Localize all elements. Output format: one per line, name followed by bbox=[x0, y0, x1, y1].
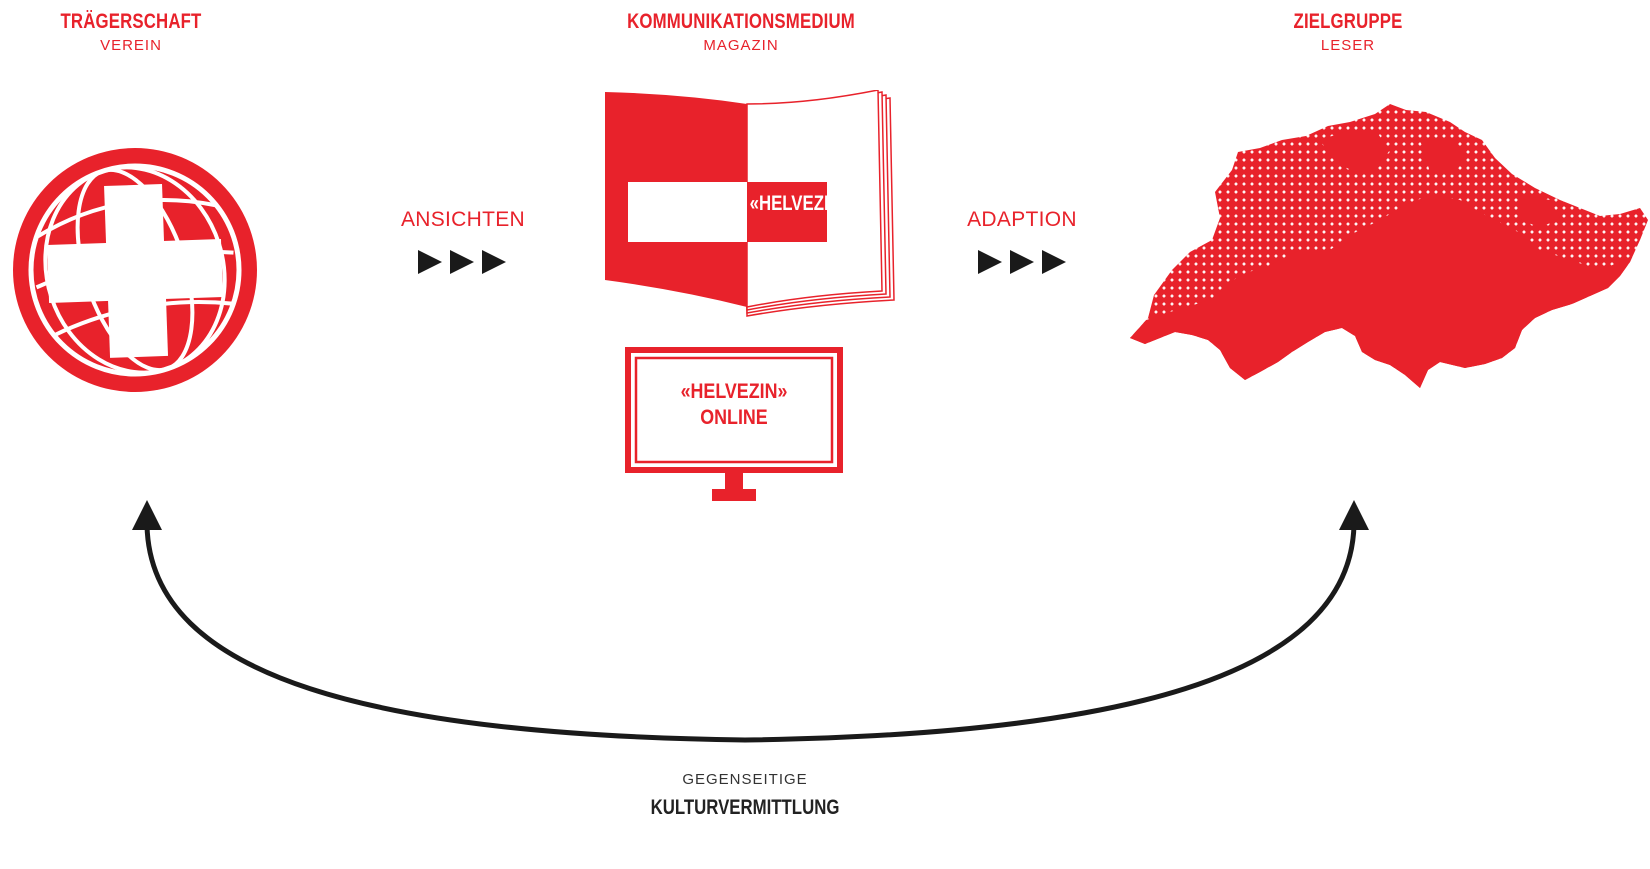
magazine-label: «HELVEZIN» bbox=[749, 192, 851, 215]
header-center-title: KOMMUNIKATIONSMEDIUM bbox=[627, 10, 855, 33]
header-right-subtitle: LESER bbox=[1320, 37, 1376, 54]
monitor-line1: «HELVEZIN» bbox=[680, 380, 788, 403]
triple-arrow-right-icon bbox=[978, 250, 1066, 274]
magazine: «HELVEZIN» bbox=[600, 90, 900, 320]
swiss-globe-icon bbox=[13, 148, 257, 392]
header-left: TRÄGERSCHAFT VEREIN bbox=[0, 10, 331, 54]
footer-title: KULTURVERMITTLUNG bbox=[650, 796, 840, 819]
flow-right-label: ADAPTION bbox=[967, 208, 1077, 231]
flow-left-label: ANSICHTEN bbox=[400, 208, 526, 231]
header-left-subtitle: VEREIN bbox=[100, 37, 162, 54]
magazine-icon bbox=[605, 90, 895, 317]
header-right: ZIELGRUPPE LESER bbox=[1148, 10, 1548, 54]
footer: GEGENSEITIGE KULTURVERMITTLUNG bbox=[545, 771, 945, 820]
triple-arrow-left-icon bbox=[418, 250, 506, 274]
switzerland-map-icon bbox=[1130, 104, 1648, 388]
footer-subtitle: GEGENSEITIGE bbox=[682, 771, 808, 788]
header-center: KOMMUNIKATIONSMEDIUM MAGAZIN bbox=[541, 10, 941, 54]
monitor-line2: ONLINE bbox=[700, 406, 768, 429]
header-left-title: TRÄGERSCHAFT bbox=[60, 10, 202, 33]
monitor: «HELVEZIN» ONLINE bbox=[625, 347, 843, 503]
header-center-subtitle: MAGAZIN bbox=[703, 37, 779, 54]
monitor-icon bbox=[625, 347, 843, 501]
header-right-title: ZIELGRUPPE bbox=[1293, 10, 1403, 33]
